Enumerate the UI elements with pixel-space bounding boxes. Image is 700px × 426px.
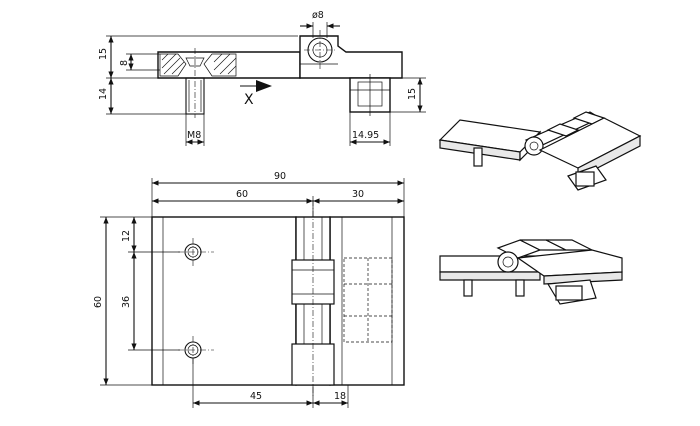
top-view-thread-dimension: M8	[185, 114, 205, 146]
dim-hole-spacing: 36	[121, 296, 132, 308]
top-section-view: X 15 8 14 ø8 M8	[98, 10, 426, 146]
top-view-pin-diameter-dimension: ø8	[300, 10, 340, 38]
dim-bottom-left: 45	[250, 391, 262, 402]
dim-height-upper: 15	[98, 48, 109, 60]
dim-pin-diameter: ø8	[312, 10, 324, 21]
top-view-screw-section	[159, 48, 237, 118]
dim-thread: M8	[187, 130, 201, 141]
top-view-knuckle	[299, 30, 403, 79]
top-view-right-dimensions: 15 14.95	[349, 77, 426, 146]
isometric-view-upper	[438, 111, 642, 191]
top-view-threaded-stud	[185, 77, 205, 115]
dim-right-width: 14.95	[352, 130, 379, 141]
front-view-bottom-dimensions: 45 18	[192, 358, 349, 408]
dim-hole-offset: 12	[121, 230, 132, 242]
front-view-right-leaf	[329, 216, 405, 386]
front-view-left-dimensions: 60 12 36	[93, 216, 180, 386]
dim-overall-height: 60	[93, 296, 104, 308]
front-view: 90 60 30 60 12 36 45 18	[93, 171, 405, 408]
view-marker-label: X	[244, 92, 254, 108]
top-view-left-dimensions: 15 8 14	[98, 35, 298, 115]
dim-right-height: 15	[407, 88, 418, 100]
front-view-knuckle	[291, 200, 335, 396]
view-direction-arrow: X	[240, 80, 272, 108]
dim-right-width: 30	[352, 189, 364, 200]
front-view-top-dimensions: 90 60 30	[151, 171, 405, 217]
isometric-view-lower	[439, 239, 623, 305]
top-view-right-bracket	[349, 74, 391, 116]
dim-left-width: 60	[236, 189, 248, 200]
dim-overall-width: 90	[274, 171, 286, 182]
dim-height-lower: 14	[98, 88, 109, 100]
dim-bottom-right: 18	[334, 391, 346, 402]
front-view-left-leaf	[151, 216, 297, 386]
dim-height-inner: 8	[119, 60, 130, 66]
front-view-hidden-bracket	[343, 257, 393, 343]
